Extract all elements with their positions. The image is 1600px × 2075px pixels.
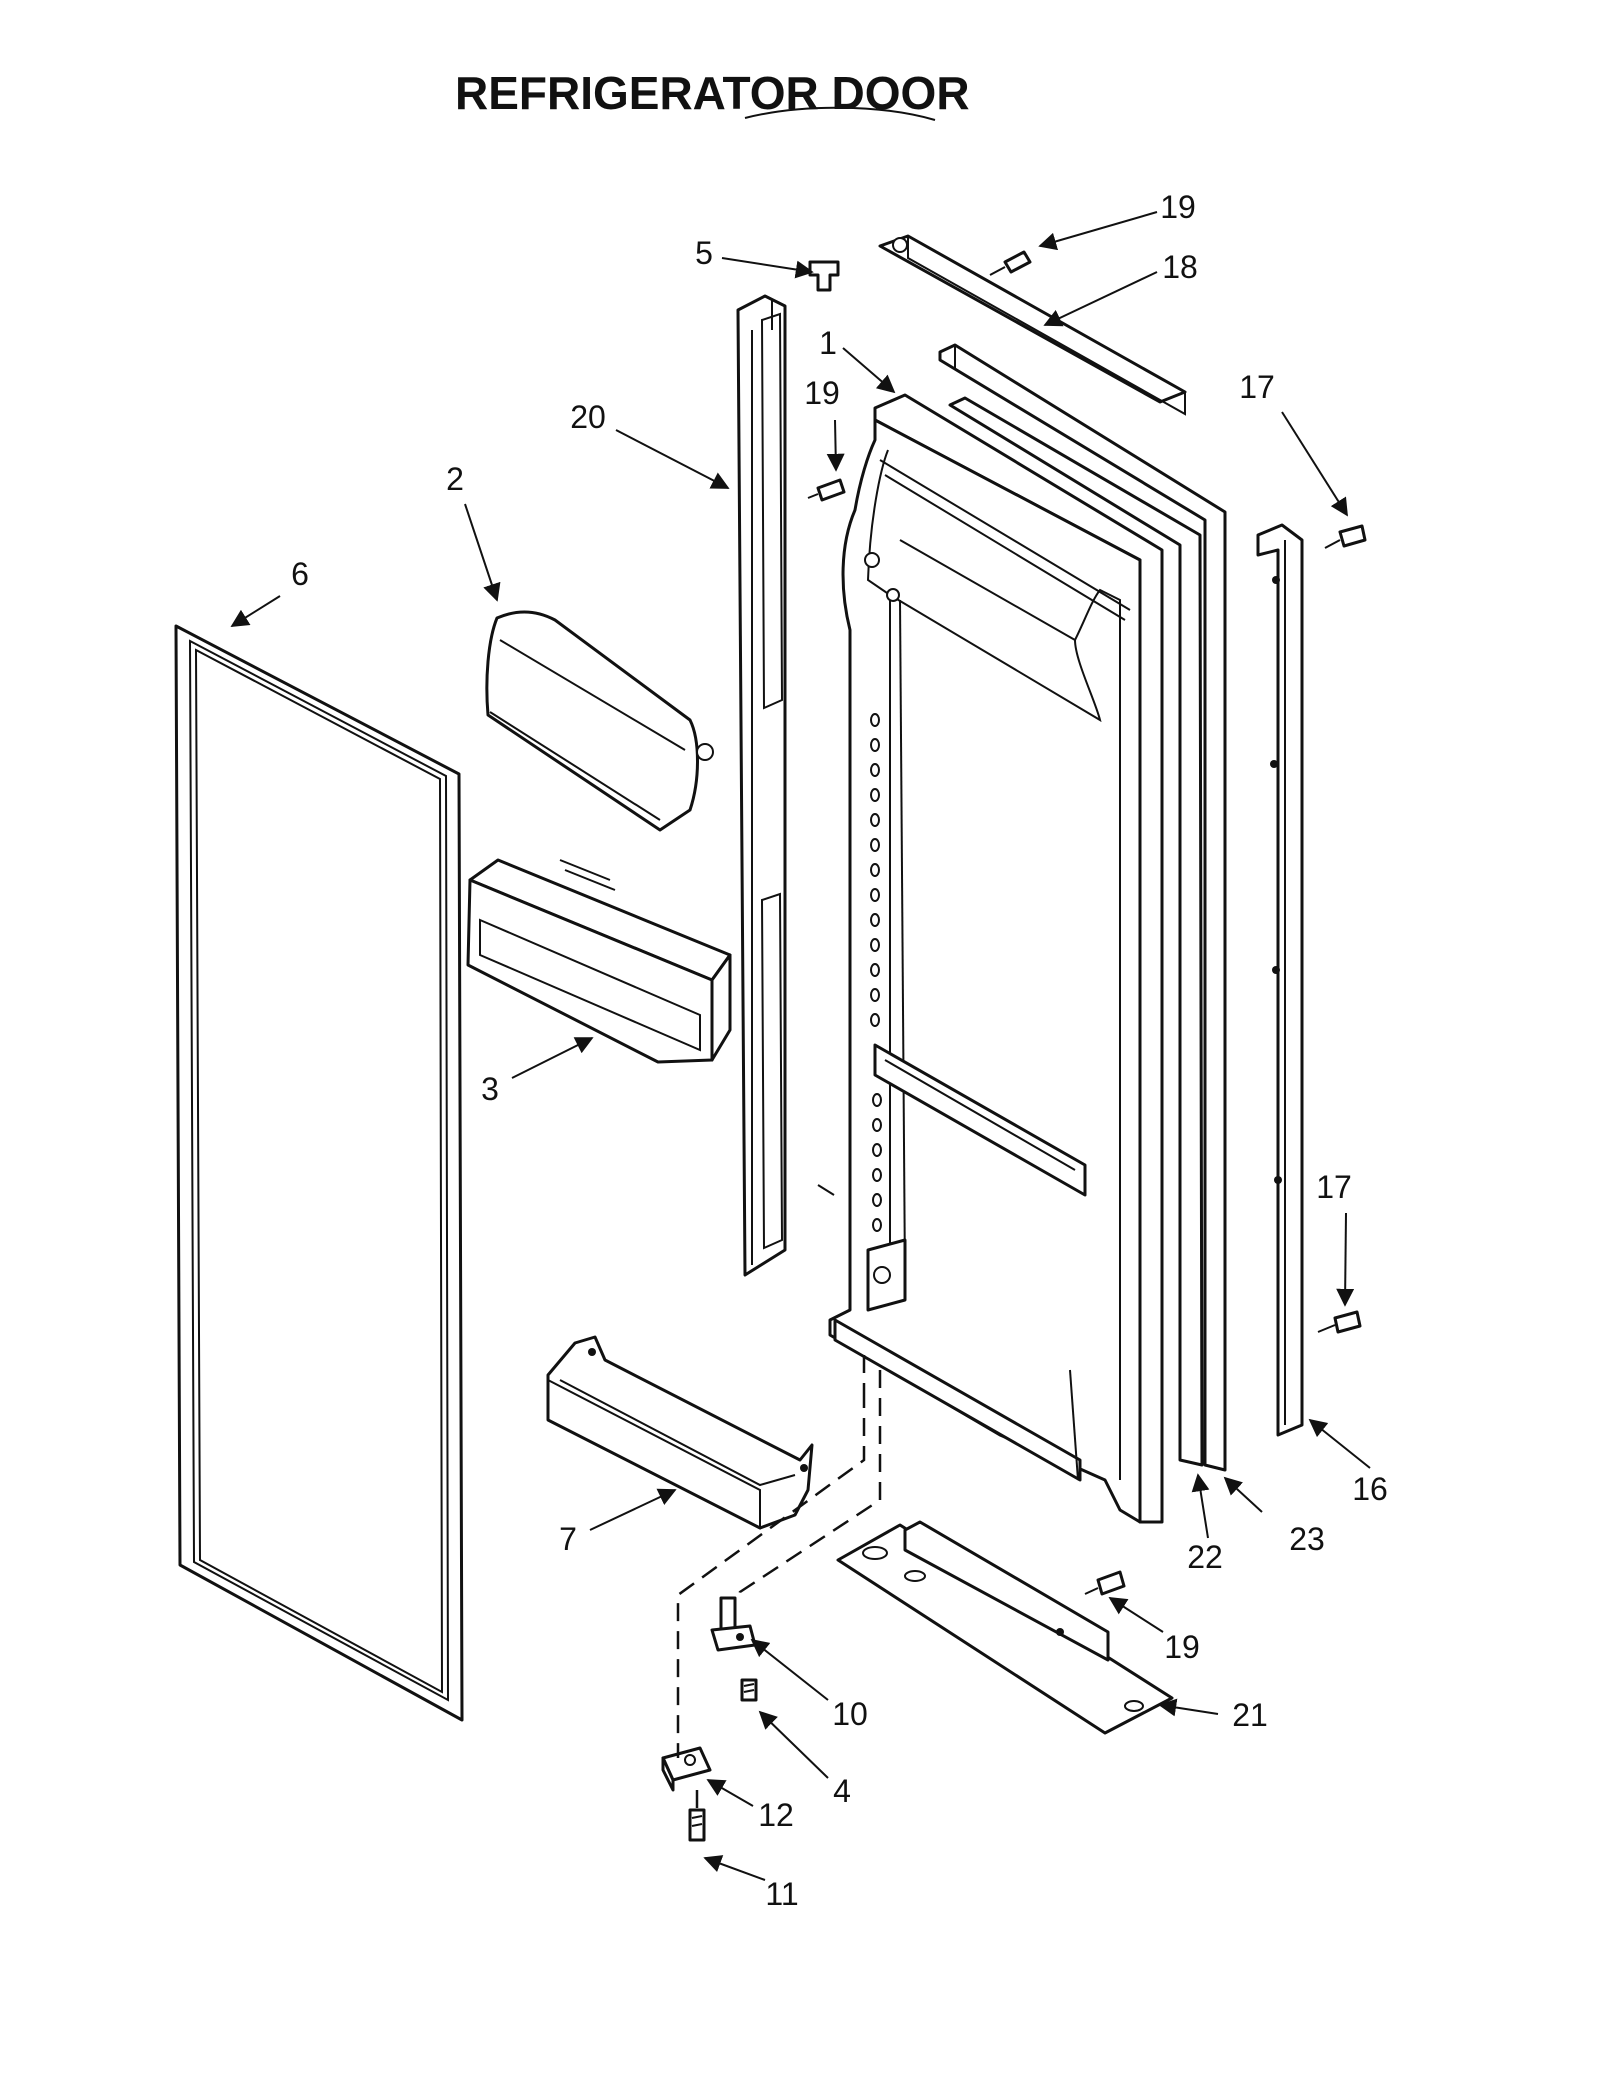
part-hinge-side-trim xyxy=(1256,523,1304,1437)
callout-23: 23 xyxy=(1289,1521,1325,1557)
callout-19b: 19 xyxy=(804,375,840,411)
part-door-liner-panels xyxy=(938,343,1227,1472)
callout-22: 22 xyxy=(1187,1539,1223,1575)
part-screw-4 xyxy=(740,1678,758,1702)
callout-16: 16 xyxy=(1352,1471,1388,1507)
callout-4: 4 xyxy=(833,1773,851,1809)
assembly-line-block xyxy=(676,1390,866,1758)
part-dairy-bin xyxy=(466,858,732,1064)
part-door-gasket xyxy=(174,624,464,1722)
callout-17b: 17 xyxy=(1316,1169,1352,1205)
part-trim-strip xyxy=(736,294,787,1277)
callout-19c: 19 xyxy=(1164,1629,1200,1665)
callout-5: 5 xyxy=(695,235,713,271)
part-door-shelf xyxy=(546,1335,814,1530)
part-top-trim xyxy=(878,234,1187,416)
callout-2: 2 xyxy=(446,461,464,497)
part-screw-17-top xyxy=(1324,524,1367,549)
assembly-tick xyxy=(817,1184,835,1196)
callout-21: 21 xyxy=(1232,1697,1268,1733)
leader-lines xyxy=(230,211,1371,1881)
part-inner-door-liner xyxy=(828,393,1164,1524)
callout-10: 10 xyxy=(832,1696,868,1732)
part-hinge-block xyxy=(661,1746,712,1792)
title-scribble xyxy=(744,106,936,121)
part-dairy-door xyxy=(485,610,714,832)
callout-20: 20 xyxy=(570,399,606,435)
callout-19a: 19 xyxy=(1160,189,1196,225)
part-screw-19-bottom xyxy=(1084,1570,1126,1596)
callout-12: 12 xyxy=(758,1797,794,1833)
callout-17a: 17 xyxy=(1239,369,1275,405)
callout-7: 7 xyxy=(559,1521,577,1557)
part-screw-19-top xyxy=(989,250,1032,276)
part-plug xyxy=(808,260,840,292)
part-screw-19-mid xyxy=(807,478,846,502)
callout-1: 1 xyxy=(819,325,837,361)
callout-6: 6 xyxy=(291,556,309,592)
part-hinge-pin xyxy=(710,1596,757,1652)
assembly-line-hinge xyxy=(738,1355,882,1600)
callout-3: 3 xyxy=(481,1071,499,1107)
part-screw-11 xyxy=(688,1808,706,1842)
callout-11: 11 xyxy=(765,1876,798,1912)
part-screw-17-bottom xyxy=(1317,1310,1362,1334)
part-bottom-hinge-bracket xyxy=(836,1520,1174,1735)
callout-18: 18 xyxy=(1162,249,1198,285)
